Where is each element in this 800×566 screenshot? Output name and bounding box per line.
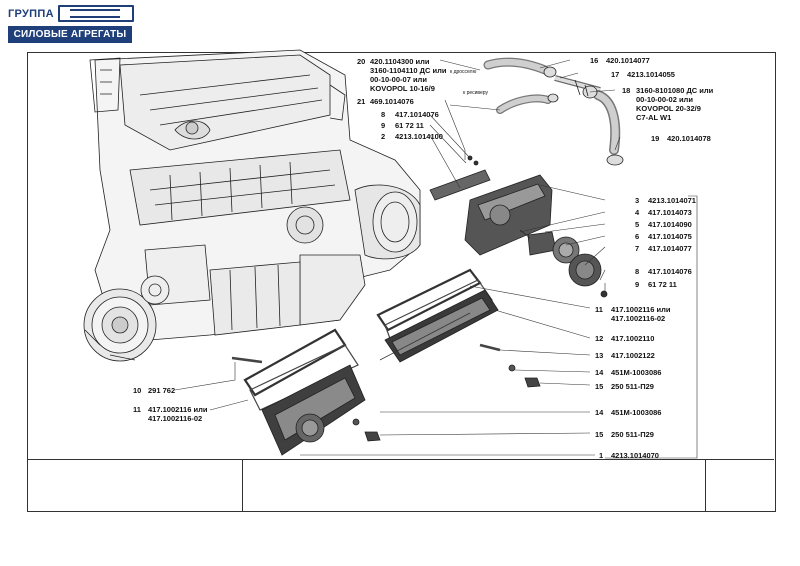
callout-label: 291 762 <box>148 386 176 395</box>
gaz-logo: ГРУППА СИЛОВЫЕ АГРЕГАТЫ <box>8 5 134 46</box>
callout-label: 4213.1014100 <box>395 132 443 141</box>
callout-label: 250 511-П29 <box>611 430 654 439</box>
callout-number: 8 <box>635 267 640 276</box>
throttle-note: к дросселю <box>450 69 477 75</box>
callout-number: 12 <box>595 334 604 343</box>
callout-number: 19 <box>651 134 660 143</box>
callout-label: 420.1014078 <box>667 134 711 143</box>
callout-number: 17 <box>611 70 620 79</box>
callout-number: 2 <box>381 132 386 141</box>
callout-number: 8 <box>381 110 386 119</box>
callout-label: 469.1014076 <box>370 97 414 106</box>
cover-left <box>231 328 381 456</box>
leader-lines <box>174 59 698 459</box>
callout-label: 417.1002110 <box>611 334 655 343</box>
callout-label: 420.1014077 <box>606 56 650 65</box>
callout-number: 6 <box>635 232 640 241</box>
callout-number: 1 <box>599 451 604 460</box>
valve-assembly <box>464 174 608 298</box>
callout-number: 15 <box>595 430 604 439</box>
callout-label: 417.1002116 или 417.1002116-02 <box>148 405 207 423</box>
callout-label: 61 72 11 <box>648 280 677 289</box>
drawing-frame <box>27 52 776 512</box>
callout-label: 417.1002122 <box>611 351 655 360</box>
callout-label: 451М-1003086 <box>611 368 662 377</box>
logo-group-text: ГРУППА <box>8 7 54 20</box>
callout-line: 417.1002116-02 <box>611 314 666 323</box>
callout-line: 417.1002116 или <box>148 405 208 414</box>
callout-number: 9 <box>381 121 386 130</box>
callout-label: 417.1014076 <box>648 267 692 276</box>
callout-label: 3160-8101080 ДС или 00-10-00-02 или KOVO… <box>636 86 713 122</box>
hose-assembly <box>483 57 624 166</box>
callout-number: 9 <box>635 280 640 289</box>
callout-label: 417.1014075 <box>648 232 692 241</box>
callout-label: 250 511-П29 <box>611 382 654 391</box>
callout-label: 417.1002116 или 417.1002116-02 <box>611 305 670 323</box>
gaz-emblem-icon <box>57 5 134 22</box>
logo-division-text: СИЛОВЫЕ АГРЕГАТЫ <box>8 26 132 43</box>
callout-line: C7-AL W1 <box>636 113 672 122</box>
callout-label: 420.1104300 или 3160-1104110 ДС или 00-1… <box>370 57 446 93</box>
callout-number: 15 <box>595 382 604 391</box>
receiver-note: к ресиверу <box>463 90 489 96</box>
callout-number: 11 <box>595 305 603 314</box>
callout-number: 11 <box>133 405 141 414</box>
callout-number: 14 <box>595 368 604 377</box>
callout-line: KOVOPOL 20-32/9 <box>636 104 701 113</box>
callout-number: 18 <box>622 86 631 95</box>
title-block-divider <box>705 460 706 511</box>
callout-label: 417.1014073 <box>648 208 692 217</box>
callout-label: 417.1014077 <box>648 244 692 253</box>
callout-label: 4213.1014070 <box>611 451 659 460</box>
callout-label: 61 72 11 <box>395 121 424 130</box>
callout-number: 4 <box>635 208 640 217</box>
engine-illustration <box>83 49 421 362</box>
callout-number: 7 <box>635 244 640 253</box>
callout-number: 3 <box>635 196 640 205</box>
callout-number: 10 <box>133 386 142 395</box>
callout-number: 13 <box>595 351 604 360</box>
callout-label: 4213.1014055 <box>627 70 675 79</box>
title-block <box>27 459 774 511</box>
callout-line: 417.1002116-02 <box>148 414 203 423</box>
callout-number: 21 <box>357 97 366 106</box>
callout-line: 00-10-00-02 или <box>636 95 693 104</box>
callout-number: 5 <box>635 220 640 229</box>
callout-line: 3160-1104110 ДС или <box>370 66 447 75</box>
callout-number: 14 <box>595 408 604 417</box>
callout-line: 3160-8101080 ДС или <box>636 86 714 95</box>
title-block-divider <box>242 460 243 511</box>
callout-line: 420.1104300 или <box>370 57 430 66</box>
callout-line: 417.1002116 или <box>611 305 671 314</box>
cover-right <box>376 268 541 388</box>
callout-label: 417.1014076 <box>395 110 439 119</box>
callout-number: 16 <box>590 56 599 65</box>
callout-number: 20 <box>357 57 366 66</box>
callout-line: 00-10-00-07 или <box>370 75 427 84</box>
callout-line: KOVOPOL 10-16/9 <box>370 84 435 93</box>
callout-label: 417.1014090 <box>648 220 692 229</box>
callout-label: 4213.1014071 <box>648 196 696 205</box>
callout-label: 451М-1003086 <box>611 408 662 417</box>
